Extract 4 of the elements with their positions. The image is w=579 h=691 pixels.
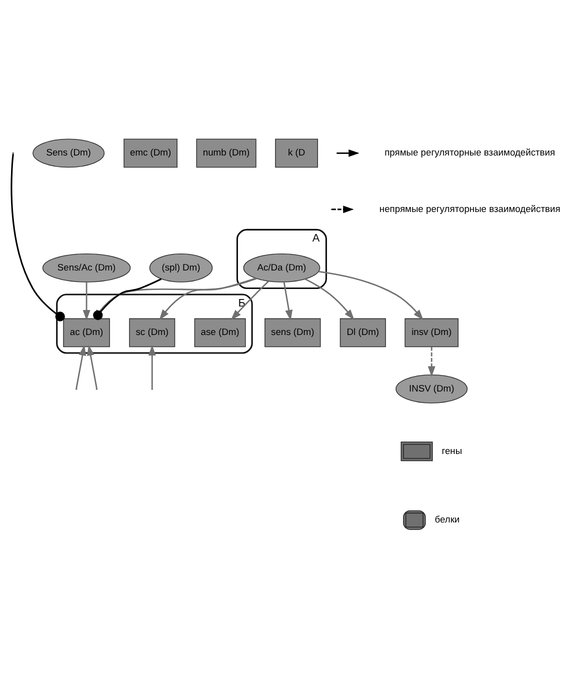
legend-label: непрямые регуляторные взаимодействия [379, 203, 560, 214]
legend-label: прямые регуляторные взаимодействия [384, 147, 556, 158]
legend-label: белки [434, 514, 460, 524]
legend-label: гены [442, 445, 462, 456]
